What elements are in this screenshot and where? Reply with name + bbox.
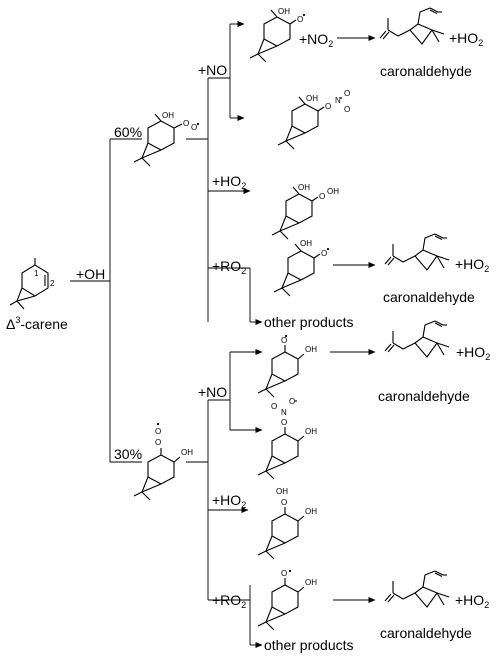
atom-label: OH	[278, 7, 290, 16]
caronaldehyde-structure-1	[379, 7, 445, 45]
atom-number-2: 2	[50, 279, 55, 288]
yield-30: 30%	[114, 446, 143, 462]
atom-label: O	[271, 402, 277, 411]
atom-label: O	[281, 498, 287, 507]
other-products-30: other products	[264, 637, 354, 653]
atom-label: O	[281, 569, 287, 578]
coproduct-ho2-4: +HO2	[455, 592, 490, 610]
product-caronaldehyde-4: caronaldehyde	[380, 625, 472, 641]
atom-label: OH	[305, 507, 317, 516]
atom-label: O	[155, 438, 161, 447]
reagent-ro2-60: +RO2	[212, 258, 247, 276]
atom-label: OH	[306, 94, 318, 103]
reagent-no-30: +NO	[198, 384, 228, 400]
coproduct-ho2-3: +HO2	[456, 344, 491, 362]
product-caronaldehyde-3: caronaldehyde	[378, 388, 470, 404]
atom-label: O	[281, 418, 287, 427]
atom-label: N	[281, 408, 287, 417]
atom-label: O	[319, 192, 325, 201]
atom-label: OH	[298, 183, 310, 192]
caronaldehyde-structure-4	[384, 570, 450, 608]
reagent-no-60: +NO	[198, 62, 228, 78]
coproduct-ho2-1: +HO2	[449, 30, 484, 48]
peroxy-radical-60: OH O O	[133, 111, 200, 167]
reagent-ho2-60: +HO2	[212, 173, 247, 191]
product-caronaldehyde-1: caronaldehyde	[380, 63, 472, 79]
atom-label: O	[321, 249, 327, 258]
other-products-60: other products	[264, 314, 354, 330]
atom-label: O	[183, 119, 189, 128]
atom-label: OH	[305, 427, 317, 436]
atom-label: OH	[162, 111, 174, 120]
nitrate-60: OH O N O O	[277, 89, 350, 150]
reagent-ro2-30: +RO2	[212, 592, 247, 610]
atom-label: O	[297, 15, 303, 24]
alkoxy-radical-30: O OH	[257, 334, 317, 398]
atom-label: O	[281, 336, 287, 345]
atom-label: OH	[181, 448, 193, 457]
atom-label: OH	[327, 187, 339, 196]
reactant-structure: 1 2	[9, 258, 55, 310]
atom-label: OH	[305, 578, 317, 587]
product-caronaldehyde-2: caronaldehyde	[383, 289, 475, 305]
atom-label: O	[155, 427, 161, 436]
atom-label: N	[335, 96, 341, 105]
atom-label: OH	[300, 239, 312, 248]
atom-label: O	[191, 123, 197, 132]
atom-label: OH	[305, 345, 317, 354]
caronaldehyde-structure-3	[384, 320, 450, 358]
alkoxy-radical-ro2-60: OH O	[273, 239, 330, 297]
peroxy-radical-30: O O OH	[133, 422, 193, 501]
hydroperoxide-60: OH O OH	[271, 183, 339, 240]
caronaldehyde-structure-2	[384, 233, 450, 271]
reactant-name: Δ3-carene	[6, 315, 68, 332]
branch-lines	[70, 21, 376, 648]
initial-reagent: +OH	[76, 266, 106, 282]
hydroperoxide-30: O OH OH	[257, 487, 317, 560]
alkoxy-radical-ro2-30: O OH	[257, 569, 317, 631]
atom-label: O	[289, 397, 295, 406]
atom-label: O	[325, 102, 331, 111]
atom-number-1: 1	[34, 269, 39, 278]
nitrate-30: O N O O OH	[257, 397, 317, 480]
yield-60: 60%	[114, 124, 143, 140]
atom-label: O	[344, 105, 350, 114]
coproduct-no2-60: +NO2	[299, 31, 334, 49]
atom-label: OH	[276, 487, 288, 496]
reagent-ho2-30: +HO2	[212, 492, 247, 510]
alkoxy-radical-60: OH O	[249, 7, 306, 63]
atom-label: O	[344, 89, 350, 98]
coproduct-ho2-2: +HO2	[455, 256, 490, 274]
